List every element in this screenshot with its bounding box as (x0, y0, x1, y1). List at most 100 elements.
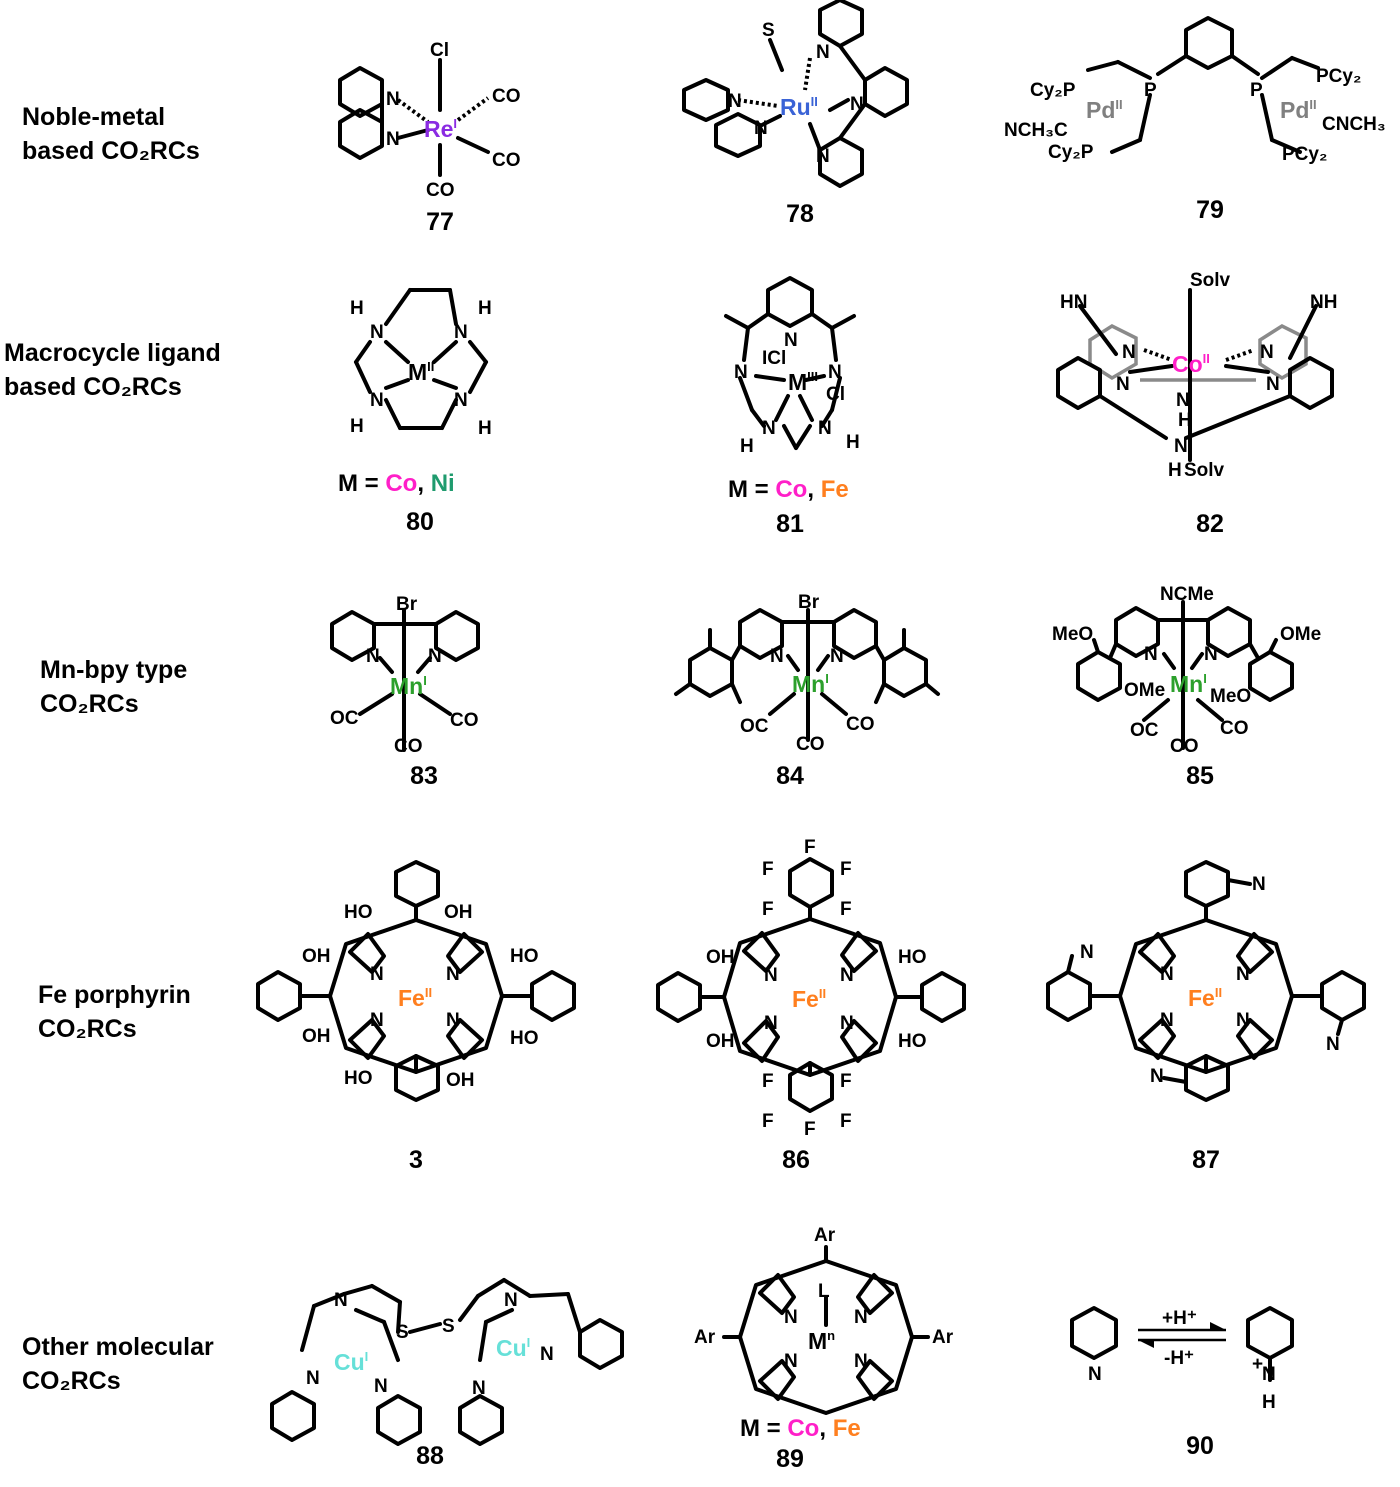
atom-oh: OH (706, 1031, 735, 1052)
atom-n-plus: N (1252, 874, 1266, 895)
atom-solv: Solv (1190, 270, 1231, 291)
atom-pcy2: Cy₂P (1048, 142, 1094, 163)
atom-l: L (818, 1281, 830, 1302)
compound-number: 77 (426, 208, 454, 236)
atom-n: N (334, 1290, 348, 1311)
structure-89: Ar Ar Ar L N N N N Mn (694, 1225, 954, 1415)
structure-85: NCMe MeO OMe N N OMe MeO OC CO CO MnI (1052, 584, 1321, 757)
compound-number: 88 (416, 1442, 444, 1470)
atom-f: F (840, 1071, 852, 1092)
row-label-line: Macrocycle ligand (4, 339, 221, 367)
structure-78: S N N N N N RuII (682, 0, 909, 188)
row-label-line: CO₂RCs (22, 1367, 121, 1395)
atom-n: N (504, 1290, 518, 1311)
atom-pcy2: PCy₂ (1316, 66, 1361, 87)
compound-77: N N Cl CO CO CO ReI 77 (300, 10, 700, 240)
compound-86: F F F F F OH HO OH HO F F F F F N N N N … (650, 835, 1000, 1180)
metal-center: MnI (792, 671, 829, 697)
atom-n: N (370, 390, 384, 411)
atom-ar: Ar (932, 1327, 954, 1348)
legend-co: Co (385, 470, 418, 497)
compound-number: 80 (406, 508, 434, 536)
metal-legend: M = Co, Fe (728, 476, 849, 504)
compound-83: Br N N OC CO CO MnI 83 (320, 590, 720, 800)
atom-co: CO (450, 710, 479, 731)
atom-oc: OC (1130, 720, 1159, 741)
metal-legend: M = Co, Fe (740, 1415, 861, 1443)
row-label-line: Mn-bpy type (40, 656, 188, 684)
atom-co: CO (426, 180, 455, 201)
structure-82: Solv HN NH N N N N N H Solv H N CoII (1056, 270, 1337, 481)
atom-cl: Cl (826, 384, 845, 405)
atom-n: N (446, 1010, 460, 1031)
atom-n: N (370, 1010, 384, 1031)
atom-ho: HO (344, 902, 373, 923)
atom-n: N (854, 1351, 868, 1372)
atom-ome: MeO (1052, 624, 1093, 645)
compound-number: 90 (1186, 1432, 1214, 1460)
structure-87: N N N N N N N N FeII (1046, 860, 1366, 1102)
atom-n: N (540, 1344, 554, 1365)
compound-89: Ar Ar Ar L N N N N Mn M = Co, Fe 89 (680, 1215, 980, 1475)
metal-center: MIII (788, 369, 818, 395)
compound-number: 83 (410, 762, 438, 790)
compound-number: 82 (1196, 510, 1224, 538)
atom-f: F (762, 1071, 774, 1092)
atom-n: N (784, 1307, 798, 1328)
atom-n: N (428, 646, 442, 667)
atom-f: F (840, 899, 852, 920)
atom-n-plus: N (1080, 942, 1094, 963)
atom-s: S (442, 1316, 455, 1337)
atom-n: N (1160, 964, 1174, 985)
atom-n: N (1204, 644, 1218, 665)
atom-co: CO (492, 86, 521, 107)
atom-ho: HO (510, 1028, 539, 1049)
atom-n: N (840, 965, 854, 986)
atom-br: Br (396, 594, 418, 615)
atom-oc: OC (330, 708, 359, 729)
reverse-label: -H⁺ (1164, 1348, 1194, 1369)
compound-number: 79 (1196, 196, 1224, 224)
atom-n-plus: N (1326, 1034, 1340, 1055)
atom-f: F (804, 1119, 816, 1140)
atom-n: N (454, 322, 468, 343)
atom-co: CO (796, 734, 825, 755)
structure-80: H N N H N N H H MII (350, 288, 492, 439)
atom-n: N (754, 118, 768, 139)
compound-84: Br N N OC CO CO MnI 84 (670, 590, 1070, 800)
row-label-line: CO₂RCs (38, 1015, 137, 1043)
atom-n: N (1144, 644, 1158, 665)
row-label-line: Other molecular (22, 1333, 214, 1361)
atom-n: N (1262, 1364, 1276, 1385)
metal-center: CoII (1172, 351, 1210, 377)
atom-oh: OH (706, 947, 735, 968)
compound-number: 78 (786, 200, 814, 228)
legend-co: Co (775, 476, 808, 503)
atom-pcy2: PCy₂ (1282, 144, 1327, 165)
atom-h: H (1262, 1392, 1276, 1413)
atom-ligand: NCH₃C (1004, 120, 1068, 141)
legend-fe: Fe (832, 1415, 861, 1442)
structure-88: N S S N N N N N CuI CuI (270, 1278, 624, 1446)
atom-ligand: CNCH₃ (1322, 114, 1386, 135)
atom-f: F (840, 1111, 852, 1132)
atom-ome: MeO (1210, 686, 1251, 707)
atom-h: H (350, 298, 364, 319)
atom-nh: NH (1310, 292, 1337, 313)
metal-legend: M = Co, Ni (338, 470, 455, 498)
compound-3: HO OH OH HO OH HO HO OH N N N N FeII 3 (250, 860, 600, 1180)
legend-sep: , (819, 1415, 833, 1442)
compound-85: NCMe MeO OMe N N OMe MeO OC CO CO MnI 85 (1040, 580, 1360, 800)
compound-80: H N N H N N H H MII M = Co, Ni 80 (330, 280, 730, 540)
atom-f: F (762, 859, 774, 880)
atom-pcy2: Cy₂P (1030, 80, 1076, 101)
atom-n: N (1116, 374, 1130, 395)
structure-86: F F F F F OH HO OH HO F F F F F N N N N … (656, 837, 966, 1140)
atom-n: N (728, 91, 742, 112)
atom-n: N (1236, 964, 1250, 985)
row-label-line: Fe porphyrin (38, 981, 191, 1009)
row-label-line: based CO₂RCs (4, 373, 182, 401)
atom-n: N (370, 964, 384, 985)
forward-label: +H⁺ (1162, 1308, 1197, 1329)
compound-number: 84 (776, 762, 804, 790)
